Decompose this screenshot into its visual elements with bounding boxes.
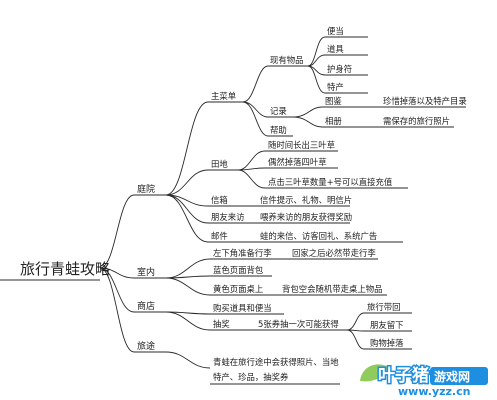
node-records-album-note: 需保存的旅行照片 bbox=[383, 116, 450, 126]
branch-courtyard: 庭院 bbox=[137, 183, 155, 195]
watermark-site: 游戏网 bbox=[434, 369, 470, 384]
watermark-url: www.yzz.cn bbox=[398, 385, 470, 397]
node-shop-buy: 购买道具和便当 bbox=[213, 303, 272, 313]
mind-map-edges bbox=[99, 36, 365, 369]
node-mailbox-note: 信件提示、礼物、明信片 bbox=[260, 195, 352, 205]
node-mail: 邮件 bbox=[211, 231, 228, 241]
branch-shop: 商店 bbox=[137, 300, 155, 312]
node-friends: 朋友来访 bbox=[211, 212, 245, 222]
node-records-catalog: 图鉴 bbox=[325, 96, 342, 106]
watermark-brand: 叶子猪 bbox=[378, 365, 429, 386]
node-field-recharge: 点击三叶草数量+号可以直接充值 bbox=[268, 177, 393, 187]
node-travel-note-line2: 特产、珍品，抽奖券 bbox=[213, 372, 289, 382]
node-item-specialty: 特产 bbox=[327, 82, 344, 92]
node-indoor-luggage: 左下角准备行李 bbox=[213, 248, 272, 258]
branch-travel: 旅途 bbox=[137, 340, 155, 352]
node-field-clover: 随时间长出三叶草 bbox=[268, 140, 335, 150]
node-records-album: 相册 bbox=[325, 116, 342, 126]
node-labels: 旅行青蛙攻略 庭院 室内 商店 旅途 主菜单 现有物品 便当 道具 护身符 特产… bbox=[20, 26, 467, 382]
node-field-fourleaf: 偶然掉落四叶草 bbox=[268, 157, 327, 167]
node-items: 现有物品 bbox=[270, 55, 304, 65]
node-mailbox: 信箱 bbox=[211, 195, 228, 205]
root-title: 旅行青蛙攻略 bbox=[20, 260, 110, 278]
node-indoor-luggage-note: 回家之后必然带走行李 bbox=[292, 248, 376, 258]
node-prize-shopping: 购物掉落 bbox=[370, 338, 404, 348]
node-travel-note-line1: 青蛙在旅行途中会获得照片、当地 bbox=[213, 357, 339, 367]
node-item-charm: 护身符 bbox=[327, 64, 352, 74]
node-mail-note: 蛙的来信、访客回礼、系统广告 bbox=[260, 231, 377, 241]
node-records-catalog-note: 珍惜掉落以及特产目录 bbox=[383, 96, 467, 106]
branch-indoor: 室内 bbox=[137, 266, 155, 278]
leaf-pig-icon bbox=[360, 364, 388, 382]
node-item-lunchbox: 便当 bbox=[327, 26, 344, 36]
watermark-logo: 叶子猪 游戏网 www.yzz.cn bbox=[360, 364, 488, 397]
node-friends-note: 喂养来访的朋友获得奖励 bbox=[260, 212, 352, 222]
node-help: 帮助 bbox=[270, 125, 287, 135]
node-indoor-backpack: 蓝色页面背包 bbox=[213, 265, 264, 275]
node-records: 记录 bbox=[270, 106, 287, 116]
node-prize-friend: 朋友留下 bbox=[370, 320, 404, 330]
node-shop-lottery-note: 5张券抽一次可能获得 bbox=[258, 319, 339, 329]
watermark-site-badge bbox=[430, 367, 488, 385]
node-main-menu: 主菜单 bbox=[211, 91, 236, 101]
node-shop-lottery: 抽奖 bbox=[213, 319, 230, 329]
node-field: 田地 bbox=[211, 159, 228, 169]
node-underlines bbox=[0, 36, 466, 385]
node-prize-travel: 旅行带回 bbox=[367, 302, 401, 312]
node-indoor-table: 黄色页面桌上 bbox=[213, 284, 263, 294]
node-indoor-table-note: 背包空会随机带走桌上物品 bbox=[282, 284, 383, 294]
node-item-tools: 道具 bbox=[327, 44, 344, 54]
